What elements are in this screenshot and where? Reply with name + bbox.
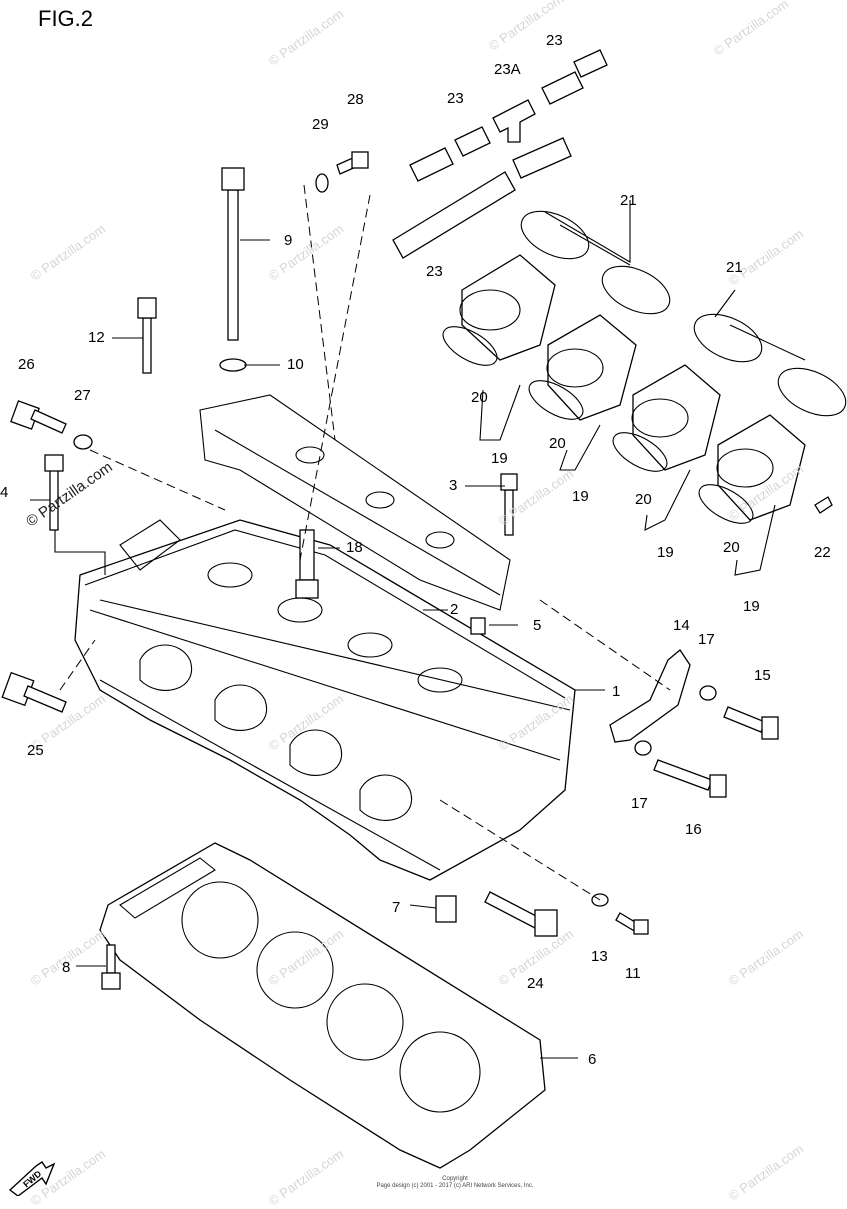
callout-21a[interactable]: 21 [620,192,637,209]
o-ring-2[interactable] [523,373,589,427]
callout-19d[interactable]: 19 [743,598,760,615]
callout-25[interactable]: 25 [27,742,44,759]
bolt-25[interactable] [1,671,67,713]
callout-14[interactable]: 14 [673,617,690,634]
leader-dashed-6 [439,799,601,901]
callout-4[interactable]: 4 [0,484,9,501]
hose-short[interactable] [512,137,572,179]
washer-17a[interactable] [699,685,717,701]
callout-28[interactable]: 28 [347,91,364,108]
callout-22[interactable]: 22 [814,544,831,561]
callout-13[interactable]: 13 [591,948,608,965]
o-ring-1[interactable] [437,319,503,373]
callout-20b[interactable]: 20 [549,435,566,452]
callout-8[interactable]: 8 [62,959,71,976]
callout-21b[interactable]: 21 [726,259,743,276]
leader-dashed-3 [89,449,226,511]
washer-10[interactable] [219,358,247,372]
intake-pipe-1[interactable] [459,254,556,361]
callout-1[interactable]: 1 [612,683,621,700]
fwd-arrow-icon [8,1161,56,1196]
callout-20a[interactable]: 20 [471,389,488,406]
copyright-text: Copyright Page design (c) 2001 - 2017 (c… [340,1176,570,1190]
screw-22[interactable] [814,496,833,514]
washer-17b[interactable] [634,740,652,756]
callout-19b[interactable]: 19 [572,488,589,505]
bolt-long[interactable] [221,167,245,341]
washer-27[interactable] [73,434,93,450]
bolt-24[interactable] [484,891,558,937]
callout-24[interactable]: 24 [527,975,544,992]
callout-11[interactable]: 11 [625,965,641,982]
callout-23b[interactable]: 23 [447,90,464,107]
callout-20d[interactable]: 20 [723,539,740,556]
callout-3[interactable]: 3 [449,477,458,494]
clamp-pair-2[interactable] [687,305,847,426]
intake-pipe-4[interactable] [716,414,806,521]
callout-17b[interactable]: 17 [631,795,648,812]
callout-23A[interactable]: 23A [494,61,521,78]
leader-dashed-4 [59,639,96,691]
hose-3[interactable] [541,71,584,105]
leader-dashed-1 [299,194,371,561]
callout-16[interactable]: 16 [685,821,702,838]
callout-18[interactable]: 18 [346,539,363,556]
bracket-14[interactable] [609,649,691,743]
callout-6[interactable]: 6 [588,1051,597,1068]
figure-title: FIG.2 [38,6,94,31]
callout-15[interactable]: 15 [754,667,771,684]
dowel-5[interactable] [470,617,486,635]
intake-pipe-2[interactable] [546,314,637,421]
head-gasket[interactable] [99,842,546,1169]
t-joint[interactable] [492,99,536,143]
callout-2[interactable]: 2 [450,601,459,618]
bolt-11[interactable] [615,912,649,935]
hose-long[interactable] [392,171,516,259]
bolt-16[interactable] [653,759,727,798]
bolt-8[interactable] [101,944,121,990]
callout-12[interactable]: 12 [88,329,105,346]
callout-23c[interactable]: 23 [426,263,443,280]
callout-5[interactable]: 5 [533,617,542,634]
callout-23a[interactable]: 23 [546,32,563,49]
callout-9[interactable]: 9 [284,232,293,249]
bolt-28[interactable] [336,151,369,175]
cylinder-head[interactable] [74,394,576,881]
callout-10[interactable]: 10 [287,356,304,373]
bolt-26[interactable] [10,400,67,434]
callout-17a[interactable]: 17 [698,631,715,648]
callout-20c[interactable]: 20 [635,491,652,508]
clamp-pair-1[interactable] [514,202,677,324]
hose-4[interactable] [573,49,608,78]
copyright-line-1: Copyright [442,1176,468,1182]
leader-dashed-5 [539,599,671,691]
o-ring-3[interactable] [607,425,673,479]
callout-29[interactable]: 29 [312,116,329,133]
washer-29[interactable] [315,173,329,193]
callout-26[interactable]: 26 [18,356,35,373]
callout-19a[interactable]: 19 [491,450,508,467]
hose-2[interactable] [454,126,491,157]
dowel-7[interactable] [435,895,457,923]
callout-27[interactable]: 27 [74,387,91,404]
callout-19c[interactable]: 19 [657,544,674,561]
intake-pipe-3[interactable] [631,364,721,471]
bolt-12[interactable] [137,297,157,374]
bolt-15[interactable] [723,706,779,740]
leader-dashed-2 [303,184,336,441]
copyright-line-2: Page design (c) 2001 - 2017 (c) ARI Netw… [376,1183,534,1189]
hose-1[interactable] [409,147,454,182]
o-ring-4[interactable] [693,477,759,531]
callout-7[interactable]: 7 [392,899,401,916]
